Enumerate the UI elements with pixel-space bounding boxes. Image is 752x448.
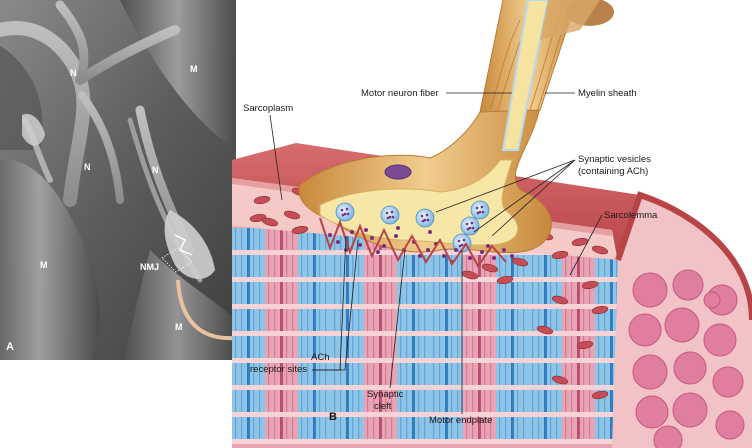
fibril-cross-section [635, 395, 669, 429]
label-synaptic-cleft-sub: cleft [374, 401, 392, 412]
micrograph-label-m3: M [175, 322, 183, 332]
label-motor-neuron-fiber: Motor neuron fiber [361, 88, 439, 99]
micrograph-label-n3: N [152, 165, 159, 175]
label-synaptic-cleft: Synaptic [367, 389, 404, 400]
fibril-cross-section [653, 425, 683, 448]
muscle-block [232, 143, 752, 448]
micrograph-label-m2: M [40, 260, 48, 270]
label-ach-receptor: ACh [311, 352, 329, 363]
label-synaptic-vesicles-sub: (containing ACh) [578, 166, 648, 177]
fibril-cross-section [628, 313, 662, 347]
synaptic-vesicles [335, 200, 490, 253]
myofibrils [232, 226, 618, 448]
panel-label-a: A [6, 341, 14, 353]
junctional-folds [319, 217, 507, 268]
label-synaptic-vesicles: Synaptic vesicles [578, 154, 651, 165]
myofibril-row [232, 336, 618, 363]
fibril-cross-section [672, 269, 704, 301]
myofibril-row [232, 390, 618, 417]
synaptic-vesicle [470, 200, 490, 220]
synaptic-vesicle [335, 202, 355, 222]
synaptic-vesicle [415, 208, 435, 228]
myofibril-row [232, 363, 618, 390]
synaptic-vesicle [380, 205, 400, 225]
myofibril-row [232, 309, 618, 336]
label-myelin-sheath: Myelin sheath [578, 88, 637, 99]
label-sarcoplasm: Sarcoplasm [243, 103, 293, 114]
schwann-nucleus [384, 164, 412, 180]
motor-neuron [298, 0, 614, 264]
myofibril-row [232, 255, 618, 282]
fibril-cross-section [632, 354, 668, 390]
fibril-cross-section [712, 366, 744, 398]
micrograph-label-n2: N [84, 162, 91, 172]
fibril-cross-section [703, 291, 721, 309]
connector-arrow [176, 279, 235, 341]
micrograph-label-nmj: NMJ [140, 262, 159, 272]
label-ach-receptor-sub: receptor sites [250, 364, 307, 375]
fibril-cross-section [632, 272, 668, 308]
panel-label-b: B [329, 411, 337, 423]
axon [501, 0, 550, 151]
fibril-cross-section [703, 323, 737, 357]
synaptic-vesicle [460, 216, 480, 236]
fibril-cross-section [672, 392, 708, 428]
fibril-cross-section [715, 410, 745, 440]
myofibril-row [232, 282, 618, 309]
micrograph-label-n1: N [70, 68, 77, 78]
fibril-cross-section [664, 307, 700, 343]
label-sarcolemma: Sarcolemma [604, 210, 658, 221]
micrograph-panel: N N N M M M NMJ A [0, 0, 236, 360]
myofibril-row [232, 417, 618, 444]
micrograph-label-m1: M [190, 64, 198, 74]
fibril-cross-section [673, 351, 707, 385]
label-motor-endplate: Motor endplate [429, 415, 492, 426]
ach-molecules [328, 226, 514, 264]
